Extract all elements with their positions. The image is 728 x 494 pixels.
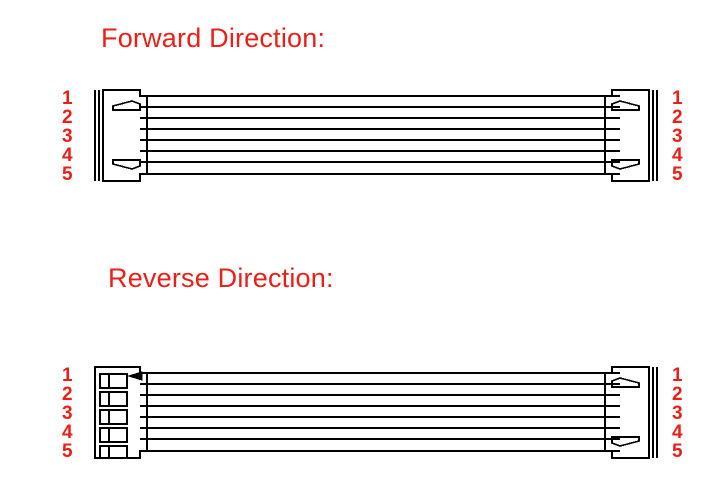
reverse-right-pin-numbers: 1 2 3 4 5 [672, 366, 694, 461]
reverse-left-connector [94, 366, 148, 459]
forward-left-pin-numbers: 1 2 3 4 5 [62, 89, 84, 184]
pin-label: 3 [62, 403, 73, 424]
pin-label: 1 [672, 88, 683, 109]
pin-label: 2 [62, 384, 73, 405]
pin-label: 5 [672, 164, 683, 185]
reverse-direction-title: Reverse Direction: [108, 263, 334, 293]
pin-label: 4 [672, 145, 683, 166]
pin-label: 1 [62, 88, 73, 109]
pin-label: 1 [672, 365, 683, 386]
forward-left-connector [94, 89, 148, 182]
forward-right-pin-numbers: 1 2 3 4 5 [672, 89, 694, 184]
pin-label: 2 [672, 384, 683, 405]
pin-label: 4 [672, 422, 683, 443]
forward-ribbon-cable [140, 95, 620, 175]
pin-label: 3 [672, 126, 683, 147]
reverse-ribbon-cable [140, 372, 620, 452]
pin-label: 3 [672, 403, 683, 424]
direction-arrow-icon [126, 371, 143, 381]
pin-label: 2 [62, 107, 73, 128]
pin-label: 5 [672, 441, 683, 462]
reverse-right-connector [604, 366, 658, 459]
pin-label: 2 [672, 107, 683, 128]
pin-label: 4 [62, 145, 73, 166]
contact-slot-group [99, 373, 128, 459]
pin-label: 1 [62, 365, 73, 386]
forward-direction-title: Forward Direction: [101, 23, 326, 53]
pin-label: 4 [62, 422, 73, 443]
reverse-left-pin-numbers: 1 2 3 4 5 [62, 366, 84, 461]
forward-right-connector [604, 89, 658, 182]
pin-label: 5 [62, 164, 73, 185]
pin-label: 3 [62, 126, 73, 147]
pin-label: 5 [62, 441, 73, 462]
